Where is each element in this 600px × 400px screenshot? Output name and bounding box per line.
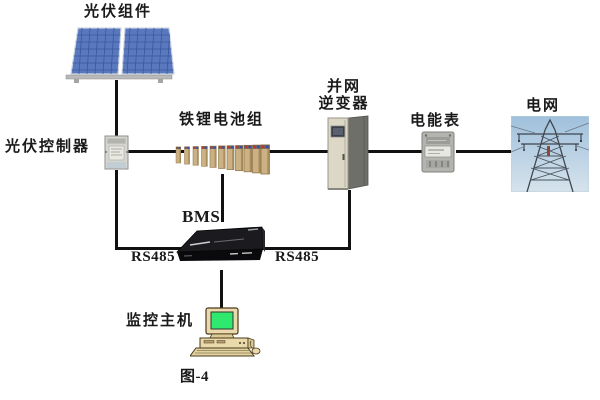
energy-meter-label: 电能表 [410, 113, 462, 129]
wire-meter-to-grid [456, 150, 513, 153]
wire-rs485-left-vertical [115, 170, 118, 250]
wire-pv-to-controller [115, 80, 118, 138]
rs485-left-label: RS485 [131, 249, 176, 265]
transmission-tower-icon [511, 116, 589, 192]
wire-battery-to-bms [221, 174, 224, 222]
grid-inverter-label: 并网 逆变器 [318, 79, 370, 113]
wire-rs485-left-horizontal [115, 247, 185, 250]
rs485-right-label: RS485 [275, 249, 320, 265]
inverter-cabinet-icon [327, 115, 369, 190]
wire-controller-to-battery [127, 150, 184, 153]
wire-battery-to-inverter [262, 150, 328, 153]
pv-modules-label: 光伏组件 [84, 4, 153, 20]
desktop-computer-icon [190, 307, 261, 357]
energy-meter-icon [421, 131, 455, 173]
charge-controller-icon [104, 135, 129, 170]
battery-bank-icon [175, 144, 271, 175]
power-grid-label: 电网 [526, 98, 561, 114]
wire-rs485-right-vertical [348, 190, 351, 250]
solar-panel-icon [65, 27, 175, 83]
bms-label: BMS [182, 207, 221, 226]
wire-bms-to-computer [220, 270, 223, 310]
wire-inverter-to-meter [368, 150, 422, 153]
monitoring-host-label: 监控主机 [126, 313, 195, 329]
bms-unit-icon [176, 226, 265, 261]
figure-caption: 图-4 [180, 369, 209, 385]
wire-rs485-right-horizontal [260, 247, 351, 250]
battery-pack-label: 铁锂电池组 [179, 112, 265, 128]
pv-controller-label: 光伏控制器 [5, 139, 91, 155]
